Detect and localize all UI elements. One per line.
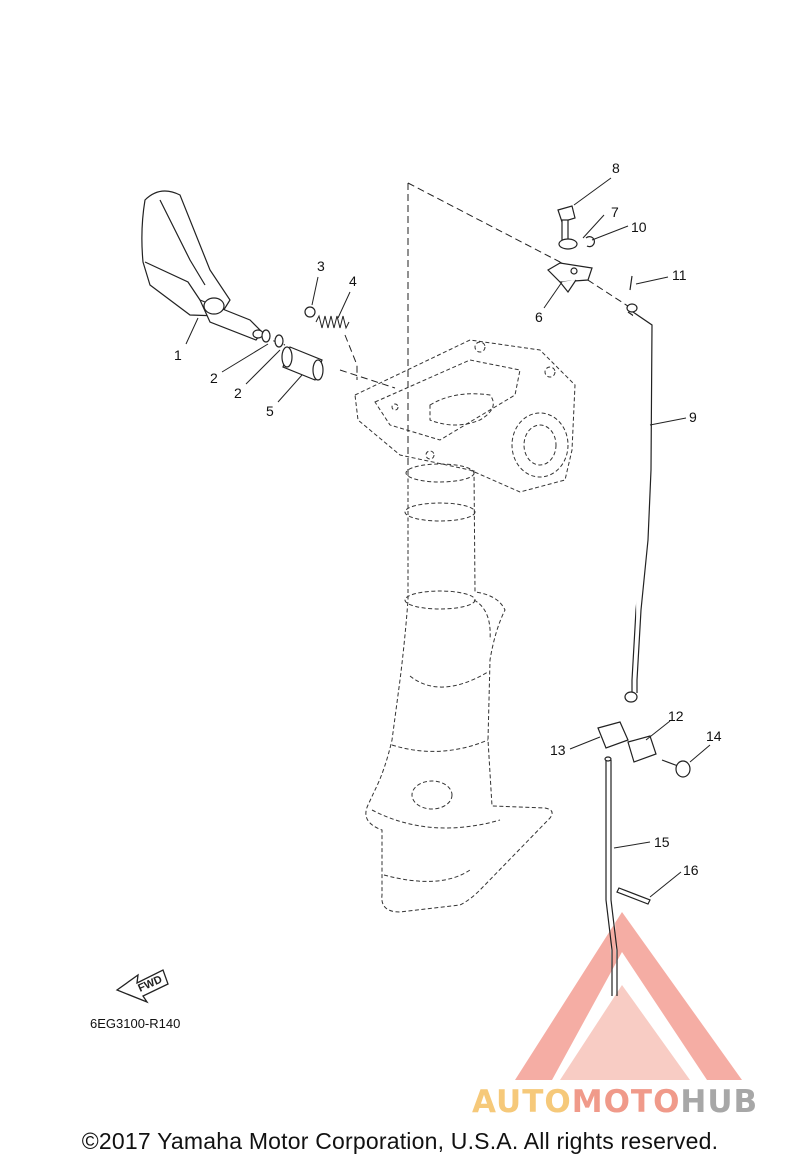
watermark-text: AUTOMOTOHUB	[472, 1084, 758, 1120]
rod-connector-parts	[597, 721, 657, 763]
callout-labels: 1 2 2 3 4 5 6 7 8 9 10 11 12 13 14 15 16	[174, 160, 722, 878]
callout-1: 1	[174, 347, 182, 363]
callout-14: 14	[706, 728, 722, 744]
drive-shaft-housing	[365, 463, 553, 913]
callout-15: 15	[654, 834, 670, 850]
callout-2b: 2	[234, 385, 242, 401]
callout-2a: 2	[210, 370, 218, 386]
collar-part	[281, 346, 324, 381]
watermark-logo	[515, 912, 742, 1080]
callout-9: 9	[689, 409, 697, 425]
pin-part	[616, 887, 651, 905]
bolt-clamp-assembly	[547, 205, 595, 294]
callout-10: 10	[631, 219, 647, 235]
upper-mount-bracket	[354, 339, 576, 493]
ball-part	[304, 306, 316, 318]
assembly-lines	[262, 182, 635, 472]
tiller-handle-part	[141, 190, 264, 341]
spring-part	[315, 314, 350, 330]
washer-parts	[261, 329, 284, 348]
watermark-part-1: AUTO	[472, 1084, 572, 1120]
callout-6: 6	[535, 309, 543, 325]
copyright-notice: ©2017 Yamaha Motor Corporation, U.S.A. A…	[81, 1128, 719, 1154]
lower-rod-part	[604, 756, 618, 996]
shift-rod-part	[624, 275, 653, 703]
callout-leaders	[185, 177, 711, 898]
callout-13: 13	[550, 742, 566, 758]
callout-12: 12	[668, 708, 684, 724]
callout-11: 11	[672, 267, 687, 283]
watermark-part-3: HUB	[680, 1084, 759, 1120]
fwd-arrow-icon: FWD	[115, 969, 169, 1004]
callout-3: 3	[317, 258, 325, 274]
callout-5: 5	[266, 403, 274, 419]
watermark-part-2: MOTO	[571, 1084, 681, 1120]
screw-part	[661, 759, 691, 778]
callout-7: 7	[611, 204, 619, 220]
diagram-code: 6EG3100-R140	[90, 1016, 181, 1031]
callout-4: 4	[349, 273, 357, 289]
callout-8: 8	[612, 160, 620, 176]
callout-16: 16	[683, 862, 699, 878]
